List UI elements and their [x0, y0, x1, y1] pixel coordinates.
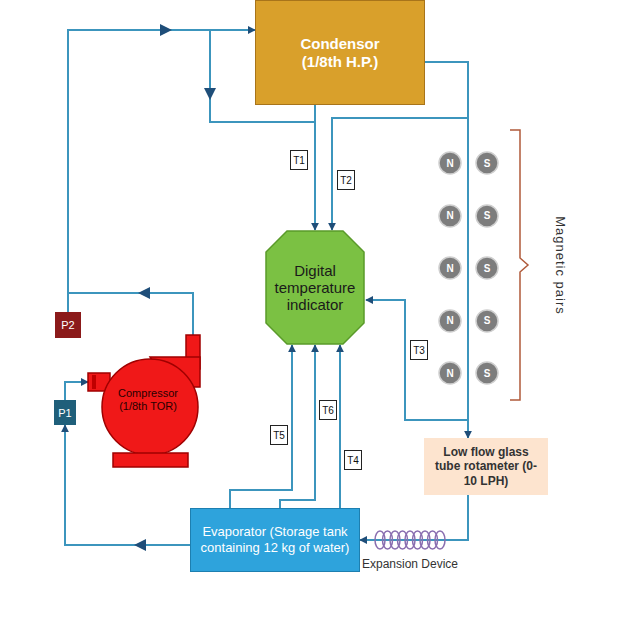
node-text: S — [484, 158, 491, 169]
pipe-connector — [65, 382, 88, 400]
sensor-tag: T5 — [270, 425, 288, 445]
group-label: Magnetic pairs — [552, 216, 567, 315]
node-text: S — [484, 263, 491, 274]
node-text: S — [484, 315, 491, 326]
node-text: N — [446, 210, 453, 221]
node-text: S — [484, 210, 491, 221]
node-text: T4 — [347, 455, 359, 466]
rotameter-box: Low flow glass tube rotameter (0-10 LPH) — [424, 438, 548, 495]
flow-arrow — [160, 24, 172, 36]
node-text: Digital temperature indicator — [271, 262, 359, 314]
node-text: N — [446, 263, 453, 274]
pipe-connector — [339, 345, 341, 508]
node-text: P2 — [61, 319, 74, 331]
node-text: N — [446, 158, 453, 169]
sensor-tag: T2 — [337, 170, 355, 190]
pipe-connector — [68, 30, 255, 335]
magnet-pole: N — [438, 361, 462, 385]
sensor-tag: T4 — [344, 450, 362, 470]
magnet-pole: N — [438, 309, 462, 333]
flow-arrow — [204, 88, 216, 100]
pipe-connector — [230, 345, 292, 508]
magnet-pole: N — [438, 256, 462, 280]
compressor: Compressor (1/8th TOR) — [88, 335, 208, 470]
node-text: T2 — [340, 175, 352, 186]
sensor-line — [366, 300, 468, 420]
magnet-pole: S — [475, 151, 499, 175]
pressure-gauge: P1 — [54, 400, 76, 425]
magnet-pole: S — [475, 309, 499, 333]
magnet-pole: N — [438, 151, 462, 175]
node-text: Condensor (1/8th H.P.) — [285, 35, 395, 71]
indicator-octagon: Digital temperature indicator — [265, 230, 365, 345]
flow-arrow — [134, 539, 146, 551]
node-text: T5 — [273, 430, 285, 441]
magnet-pole: N — [438, 204, 462, 228]
node-text: T3 — [413, 345, 425, 356]
pressure-gauge: P2 — [55, 312, 81, 338]
node-text: N — [446, 315, 453, 326]
pipe-connector — [314, 105, 316, 230]
node-text: T6 — [322, 405, 334, 416]
magnet-pole: S — [475, 204, 499, 228]
expansion-coil — [375, 531, 445, 549]
node-text: Compressor (1/8th TOR) — [112, 387, 184, 412]
bracket — [510, 130, 528, 400]
condenser-box: Condensor (1/8th H.P.) — [255, 0, 425, 105]
node-text: Low flow glass tube rotameter (0-10 LPH) — [430, 445, 542, 488]
gauge-tap — [67, 293, 69, 312]
magnet-pole: S — [475, 256, 499, 280]
sensor-tag: T3 — [410, 340, 428, 360]
device-label: Expansion Device — [362, 557, 458, 571]
node-text: Evaporator (Storage tank containing 12 k… — [199, 524, 351, 555]
sensor-line — [332, 118, 468, 230]
sensor-tag: T1 — [290, 150, 308, 170]
sensor-tag: T6 — [319, 400, 337, 420]
node-text: N — [446, 368, 453, 379]
evaporator-tank: Evaporator (Storage tank containing 12 k… — [190, 508, 360, 572]
node-text: S — [484, 368, 491, 379]
node-text: T1 — [293, 155, 305, 166]
flow-arrow — [138, 287, 150, 299]
magnet-pole: S — [475, 361, 499, 385]
node-text: P1 — [58, 407, 71, 419]
